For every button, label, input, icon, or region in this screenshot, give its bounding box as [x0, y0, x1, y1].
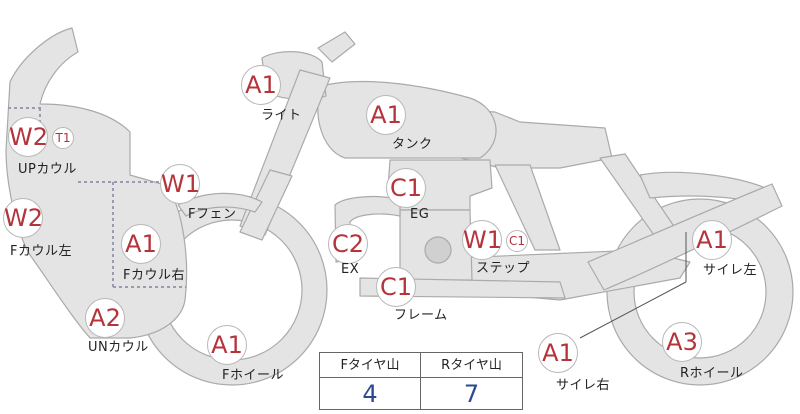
front-cowl-right-damage-badge[interactable]: A1: [121, 224, 161, 264]
muffler-shape: [587, 183, 783, 291]
rear-wheel-label: Rホイール: [680, 366, 744, 381]
light-label: ライト: [261, 108, 302, 123]
engine-label: EG: [410, 207, 430, 222]
front-cowl-left-damage-badge[interactable]: W2: [3, 198, 43, 238]
tire-tread-table: Fタイヤ山 Rタイヤ山 4 7: [319, 352, 523, 410]
under-cowl-damage-badge[interactable]: A2: [85, 298, 125, 338]
muffler-right-label: サイレ右: [556, 378, 611, 393]
engine-damage-badge[interactable]: C1: [386, 168, 426, 208]
front-wheel-label: Fホイール: [222, 368, 284, 383]
front-cowl-left-label: Fカウル左: [10, 244, 72, 259]
front-fender-label: Fフェン: [188, 207, 237, 222]
muffler-left-label: サイレ左: [703, 263, 758, 278]
frame-damage-badge[interactable]: C1: [376, 267, 416, 307]
front-fender-shape: [177, 192, 263, 217]
exhaust-label: EX: [341, 262, 360, 277]
muffler-right-damage-badge[interactable]: A1: [538, 333, 578, 373]
front-tire-tread-value[interactable]: 4: [320, 378, 421, 410]
tank-damage-badge[interactable]: A1: [366, 95, 406, 135]
up-cowl-sub-badge[interactable]: T1: [52, 127, 74, 149]
tank-label: タンク: [392, 137, 433, 152]
light-damage-badge[interactable]: A1: [241, 65, 281, 105]
step-damage-badge[interactable]: W1: [462, 220, 502, 260]
muffler-left-damage-badge[interactable]: A1: [692, 220, 732, 260]
step-sub-badge[interactable]: C1: [506, 230, 528, 252]
front-cowl-right-label: Fカウル右: [123, 268, 185, 283]
rear-wheel-damage-badge[interactable]: A3: [662, 322, 702, 362]
front-tire-tread-header: Fタイヤ山: [320, 353, 421, 378]
step-label: ステップ: [476, 261, 531, 276]
tank-shape: [317, 80, 497, 159]
frame-label: フレーム: [394, 308, 448, 323]
rear-tire-tread-value[interactable]: 7: [463, 380, 480, 408]
front-wheel-damage-badge[interactable]: A1: [207, 325, 247, 365]
front-fender-damage-badge[interactable]: W1: [160, 164, 200, 204]
under-cowl-label: UNカウル: [88, 340, 149, 355]
rear-tire-tread-header: Rタイヤ山: [421, 353, 522, 378]
up-cowl-damage-badge[interactable]: W2: [8, 117, 48, 157]
up-cowl-label: UPカウル: [18, 162, 77, 177]
exhaust-shape: [334, 196, 401, 263]
exhaust-damage-badge[interactable]: C2: [328, 224, 368, 264]
